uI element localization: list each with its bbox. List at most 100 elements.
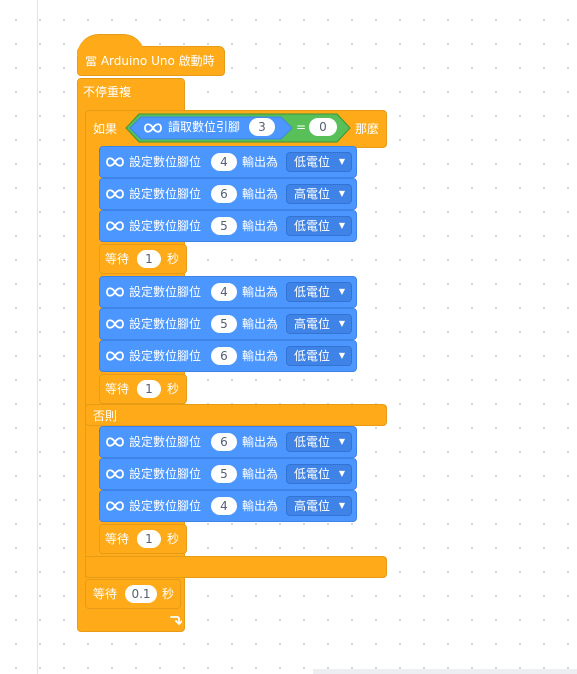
output-label: 輸出為 [242,349,279,363]
wait-seconds-input[interactable]: 1 [137,380,161,398]
seconds-label: 秒 [167,382,180,396]
set-digital-pin-block[interactable]: 設定數位腳位 4 輸出為 低電位▼ [99,146,357,178]
workspace-scrollbar[interactable] [313,669,577,674]
set-digital-pin-block[interactable]: 設定數位腳位 6 輸出為 低電位 ▼ [99,340,357,372]
hat-cap [77,34,145,56]
else-label: 否則 [93,409,118,423]
set-pin-label: 設定數位腳位 [129,187,202,201]
infinity-icon [106,221,124,231]
pin-number-input[interactable]: 6 [211,185,237,203]
hat-label: 當 Arduino Uno 啟動時 [85,54,215,68]
set-digital-pin-block[interactable]: 設定數位腳位 5 輸出為 高電位 ▼ [99,308,357,340]
output-label: 輸出為 [242,285,279,299]
level-dropdown[interactable]: 高電位 ▼ [286,314,352,334]
final-wait-block[interactable]: 等待 0.1 秒 [85,579,181,609]
set-digital-pin-block[interactable]: 設定數位腳位 5 輸出為 低電位 ▼ [99,210,357,242]
pin-number-input[interactable]: 4 [211,283,237,301]
loop-arrow-icon [170,616,182,626]
level-dropdown[interactable]: 低電位 ▼ [286,282,352,302]
then-label: 那麼 [355,122,380,136]
output-label: 輸出為 [242,187,279,201]
output-label: 輸出為 [242,317,279,331]
level-dropdown[interactable]: 高電位 ▼ [286,184,352,204]
infinity-icon [106,287,124,297]
triangle-down-icon: ▼ [338,437,345,446]
infinity-icon [106,469,124,479]
infinity-icon [106,437,124,447]
pin-number-input[interactable]: 5 [211,217,237,235]
when-arduino-starts-hat[interactable]: 當 Arduino Uno 啟動時 [77,46,225,76]
wait-label: 等待 [93,587,118,601]
level-value: 低電位 [294,349,331,363]
level-value: 低電位 [294,285,331,299]
level-dropdown[interactable]: 低電位 ▼ [286,216,352,236]
infinity-icon [144,123,162,133]
triangle-down-icon: ▼ [338,351,345,360]
level-value: 高電位 [294,499,331,513]
if-else-bottom [85,556,387,578]
level-dropdown[interactable]: 高電位 ▼ [286,496,352,516]
set-pin-label: 設定數位腳位 [129,317,202,331]
seconds-label: 秒 [162,587,175,601]
wait-block[interactable]: 等待 1 秒 [99,524,187,554]
infinity-icon [106,189,124,199]
pin-number-input[interactable]: 5 [211,315,237,333]
wait-seconds-input[interactable]: 1 [137,530,161,548]
output-label: 輸出為 [242,467,279,481]
infinity-icon [106,501,124,511]
set-pin-label: 設定數位腳位 [129,349,202,363]
compare-value-input[interactable]: 0 [309,118,337,136]
pin-number-input[interactable]: 4 [211,153,237,171]
seconds-label: 秒 [167,532,180,546]
workspace-border [37,0,38,674]
set-digital-pin-block[interactable]: 設定數位腳位 5 輸出為 低電位▼ [99,458,357,490]
wait-seconds-input[interactable]: 0.1 [125,585,157,603]
triangle-down-icon: ▼ [338,501,345,510]
infinity-icon [106,319,124,329]
pin-number-input[interactable]: 5 [211,465,237,483]
level-value: 低電位 [294,435,331,449]
set-digital-pin-block[interactable]: 設定數位腳位 4 輸出為 高電位▼ [99,490,357,522]
infinity-icon [106,157,124,167]
level-dropdown[interactable]: 低電位▼ [286,152,352,172]
wait-label: 等待 [105,532,130,546]
output-label: 輸出為 [242,435,279,449]
wait-label: 等待 [105,382,130,396]
level-dropdown[interactable]: 低電位 ▼ [286,346,352,366]
output-label: 輸出為 [242,219,279,233]
set-pin-label: 設定數位腳位 [129,155,202,169]
forever-label: 不停重複 [83,85,132,99]
pin-number-input[interactable]: 4 [211,497,237,515]
wait-seconds-input[interactable]: 1 [137,250,161,268]
wait-block[interactable]: 等待 1 秒 [99,374,187,404]
triangle-down-icon: ▼ [338,221,345,230]
set-digital-pin-block[interactable]: 設定數位腳位 4 輸出為 低電位 ▼ [99,276,357,308]
triangle-down-icon: ▼ [338,469,345,478]
seconds-label: 秒 [167,252,180,266]
wait-block[interactable]: 等待 1 秒 [99,244,187,274]
level-dropdown[interactable]: 低電位 ▼ [286,432,352,452]
level-value: 高電位 [294,187,331,201]
output-label: 輸出為 [242,155,279,169]
triangle-down-icon: ▼ [338,287,345,296]
level-value: 低電位 [294,467,331,481]
read-pin-label: 讀取數位引腳 [168,120,241,134]
pin-number-input[interactable]: 6 [211,347,237,365]
level-dropdown[interactable]: 低電位 ▼ [286,464,352,484]
else-bar: 否則 [85,404,387,426]
pin-number-input[interactable]: 6 [211,433,237,451]
set-digital-pin-block[interactable]: 設定數位腳位 6 輸出為 高電位 ▼ [99,178,357,210]
triangle-down-icon: ▼ [338,319,345,328]
triangle-down-icon: ▼ [338,157,345,166]
output-label: 輸出為 [242,499,279,513]
infinity-icon [106,351,124,361]
equals-operator: = [296,120,307,134]
triangle-down-icon: ▼ [338,189,345,198]
set-pin-label: 設定數位腳位 [129,219,202,233]
level-value: 高電位 [294,317,331,331]
if-else-spine [85,146,101,578]
level-value: 低電位 [294,219,331,233]
set-digital-pin-block[interactable]: 設定數位腳位 6 輸出為 低電位▼ [99,426,357,458]
read-pin-input[interactable]: 3 [249,118,275,136]
set-pin-label: 設定數位腳位 [129,285,202,299]
